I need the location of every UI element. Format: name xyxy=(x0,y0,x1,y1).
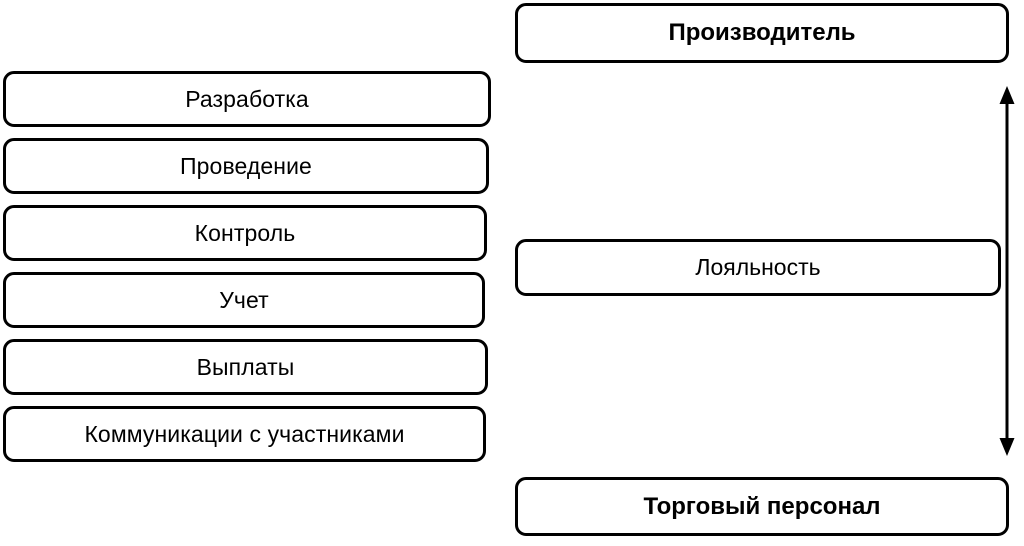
relation-box-loyalnost[interactable]: Лояльность xyxy=(515,239,1001,296)
process-box-label: Разработка xyxy=(185,85,309,112)
process-box-label: Коммуникации с участниками xyxy=(84,420,405,447)
process-box-razrabotka[interactable]: Разработка xyxy=(3,71,491,127)
process-box-label: Учет xyxy=(219,286,269,313)
process-box-kommunikacii[interactable]: Коммуникации с участниками xyxy=(3,406,486,462)
actor-box-proizvoditel[interactable]: Производитель xyxy=(515,3,1009,63)
actor-box-label: Торговый персонал xyxy=(643,492,881,520)
process-box-label: Контроль xyxy=(194,219,296,246)
process-box-kontrol[interactable]: Контроль xyxy=(3,205,487,261)
process-box-label: Выплаты xyxy=(196,353,295,380)
actor-box-torgovyy-personal[interactable]: Торговый персонал xyxy=(515,477,1009,536)
process-box-uchet[interactable]: Учет xyxy=(3,272,485,328)
process-box-label: Проведение xyxy=(180,152,312,179)
process-box-vyplaty[interactable]: Выплаты xyxy=(3,339,488,395)
process-box-provedenie[interactable]: Проведение xyxy=(3,138,489,194)
relation-box-label: Лояльность xyxy=(695,254,821,281)
actor-box-label: Производитель xyxy=(668,19,856,47)
